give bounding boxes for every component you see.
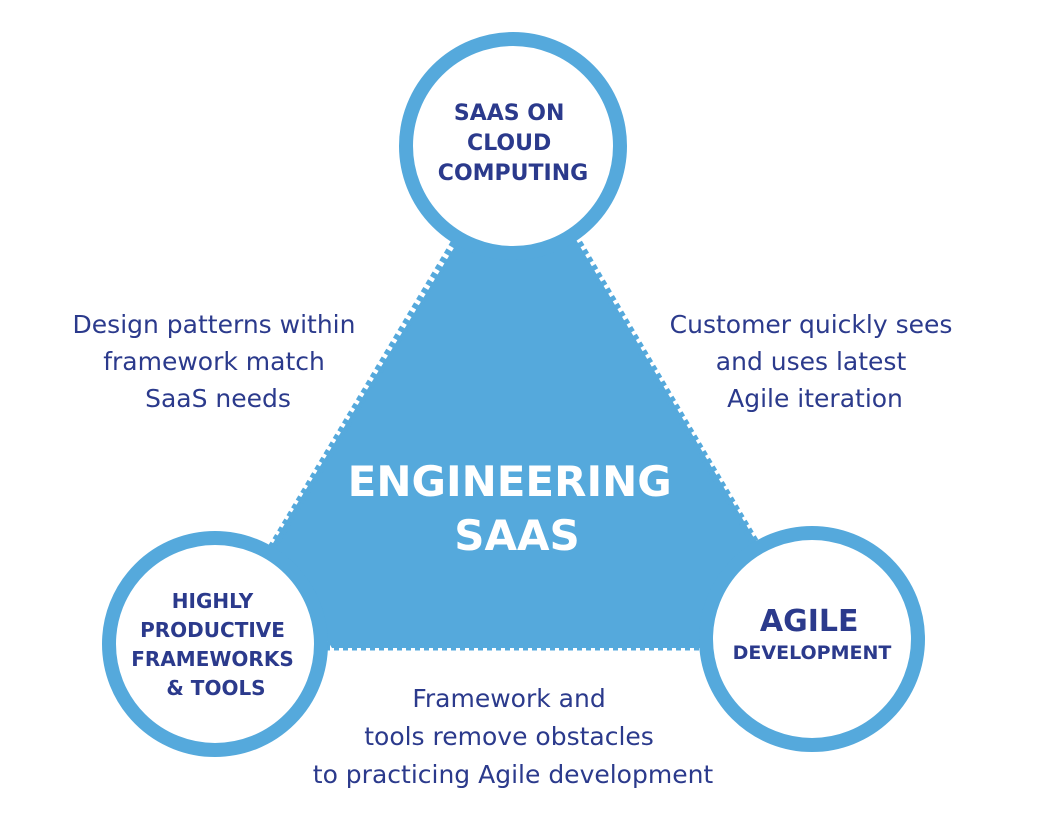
node-left-line: FRAMEWORKS <box>131 647 293 671</box>
edge-left-line: SaaS needs <box>145 384 291 413</box>
edge-bottom-line: tools remove obstacles <box>364 722 654 751</box>
node-top-label: SAAS ON CLOUD COMPUTING <box>438 101 588 186</box>
node-right-circle <box>699 526 925 752</box>
node-top-circle <box>399 32 627 260</box>
edge-bottom-line: Framework and <box>412 684 605 713</box>
center-line: ENGINEERING <box>348 457 672 506</box>
node-top-line: COMPUTING <box>438 161 588 186</box>
edge-left-line: Design patterns within <box>73 310 356 339</box>
center-label: ENGINEERING SAAS <box>348 457 687 560</box>
node-left-line: & TOOLS <box>166 676 265 700</box>
edge-right-line: Customer quickly sees <box>670 310 953 339</box>
node-right-label: AGILE DEVELOPMENT <box>733 604 892 664</box>
node-right-title: AGILE <box>760 604 859 639</box>
edge-bottom-line: to practicing Agile development <box>313 760 714 789</box>
edge-left-line: framework match <box>103 347 325 376</box>
edge-right-line: Agile iteration <box>727 384 903 413</box>
node-top-line: SAAS ON <box>454 101 565 126</box>
edge-bottom-label: Framework and tools remove obstacles to … <box>313 684 714 789</box>
node-left-line: HIGHLY <box>172 589 254 613</box>
edge-right-line: and uses latest <box>716 347 907 376</box>
node-right-subtitle: DEVELOPMENT <box>733 642 892 664</box>
node-left-circle <box>102 531 328 757</box>
edge-right-label: Customer quickly sees and uses latest Ag… <box>670 310 961 413</box>
center-line: SAAS <box>454 511 580 560</box>
node-top-line: CLOUD <box>467 131 551 156</box>
node-left-label: HIGHLY PRODUCTIVE FRAMEWORKS & TOOLS <box>131 589 300 700</box>
center-triangle <box>270 238 760 648</box>
edge-left-label: Design patterns within framework match S… <box>73 310 364 413</box>
node-left-line: PRODUCTIVE <box>140 618 285 642</box>
